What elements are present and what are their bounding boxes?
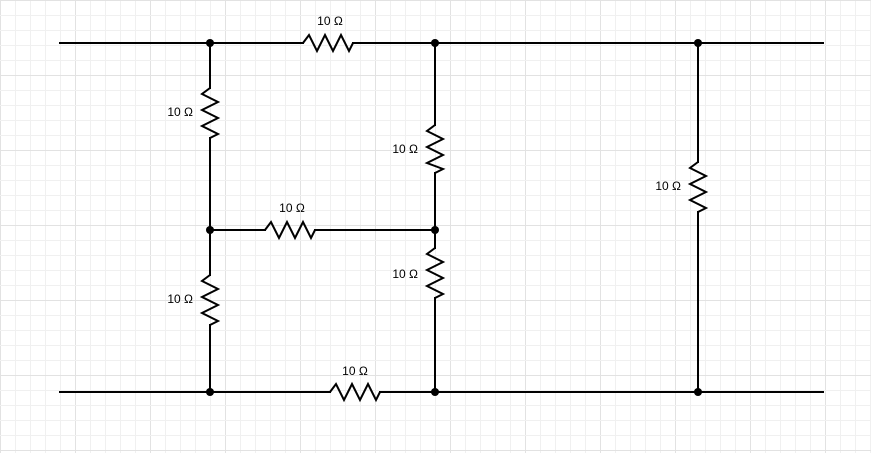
- resistor-right-symbol: [687, 161, 709, 213]
- resistor-right-label: 10 Ω: [655, 179, 681, 193]
- resistor-left-upper-label: 10 Ω: [167, 105, 193, 119]
- resistor-bottom-label: 10 Ω: [342, 364, 368, 378]
- resistor-middle-horizontal-label: 10 Ω: [279, 201, 305, 215]
- resistor-mid-upper-symbol: [424, 124, 446, 174]
- wires: [59, 42, 824, 393]
- resistor-mid-upper-label: 10 Ω: [392, 142, 418, 156]
- node-middle-left: [206, 226, 214, 234]
- resistor-left-upper-symbol: [199, 87, 221, 139]
- node-top-middle: [431, 39, 439, 47]
- resistor-mid-lower-symbol: [424, 247, 446, 299]
- node-middle-right: [431, 226, 439, 234]
- node-bottom-left: [206, 388, 214, 396]
- node-bottom-right: [694, 388, 702, 396]
- resistor-left-lower-symbol: [199, 274, 221, 326]
- node-top-left: [206, 39, 214, 47]
- resistor-labels: 10 Ω 10 Ω 10 Ω 10 Ω 10 Ω 10 Ω 10 Ω 10 Ω: [167, 14, 681, 378]
- junction-nodes: [206, 39, 702, 396]
- node-bottom-middle: [431, 388, 439, 396]
- resistor-top-symbol: [302, 32, 354, 54]
- resistors: [199, 32, 709, 403]
- resistor-bottom-symbol: [329, 381, 381, 403]
- resistor-left-lower-label: 10 Ω: [167, 292, 193, 306]
- resistor-top-label: 10 Ω: [317, 14, 343, 28]
- node-top-right: [694, 39, 702, 47]
- resistor-middle-horizontal-symbol: [264, 219, 316, 241]
- resistor-mid-lower-label: 10 Ω: [392, 267, 418, 281]
